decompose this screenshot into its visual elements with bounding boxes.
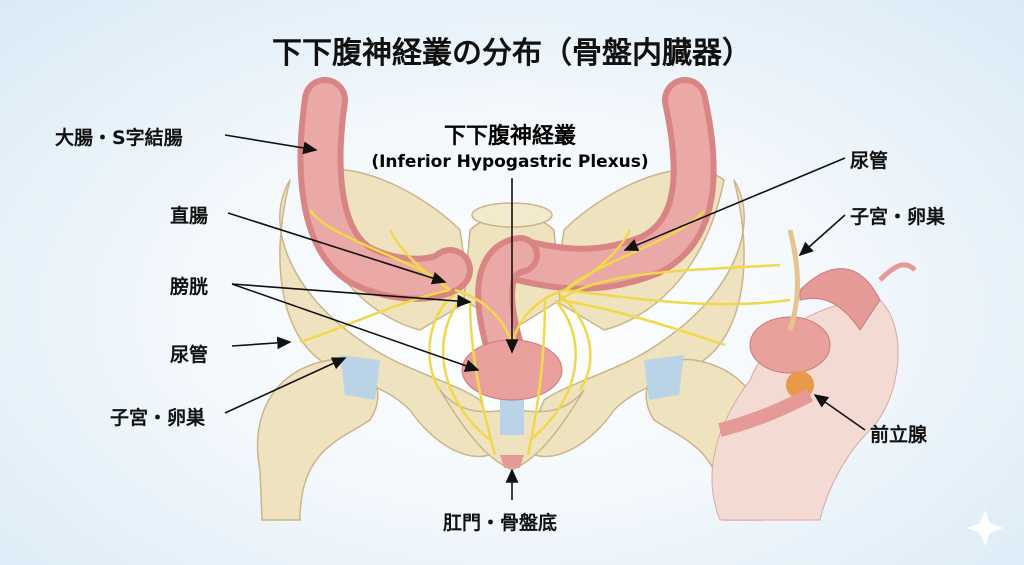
page-title: 下下腹神経叢の分布（骨盤内臓器） xyxy=(272,36,752,71)
leader-arrows xyxy=(224,134,866,500)
label-prostate: 前立腺 xyxy=(870,424,928,446)
label-colon: 大腸・S字結腸 xyxy=(55,127,183,149)
label-ureter-right: 尿管 xyxy=(850,150,889,172)
label-ureter-left: 尿管 xyxy=(170,344,209,366)
label-bladder: 膀胱 xyxy=(170,276,209,298)
label-rectum: 直腸 xyxy=(170,205,209,227)
pubic-symphysis xyxy=(500,395,524,435)
label-anus-pelvic-floor: 肛門・骨盤底 xyxy=(443,512,558,534)
plexus-label: 下下腹神経叢 xyxy=(443,124,576,149)
label-uterus-ovary-right: 子宮・卵巣 xyxy=(850,206,946,228)
label-uterus-ovary-left: 子宮・卵巣 xyxy=(110,407,206,429)
hip-cartilage-left xyxy=(340,355,380,400)
sagittal-organs xyxy=(711,229,917,521)
plexus-label-english: (Inferior Hypogastric Plexus) xyxy=(371,152,649,172)
anus xyxy=(500,455,524,468)
hip-cartilage-right xyxy=(644,355,684,400)
sparkle-icon xyxy=(967,510,1003,546)
